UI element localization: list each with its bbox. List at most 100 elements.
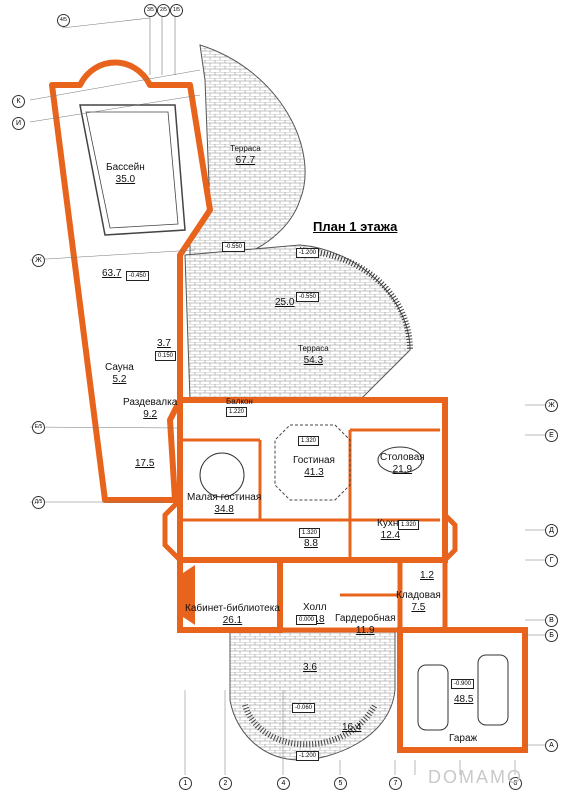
room-balcony: Балкон bbox=[226, 396, 253, 408]
room-area: 35.0 bbox=[115, 174, 136, 185]
level-mark: -0.900 bbox=[451, 679, 475, 689]
axis-marker: Е bbox=[545, 429, 558, 442]
axis-marker: Ж bbox=[32, 254, 45, 267]
pool-wing-wall bbox=[49, 59, 213, 503]
room-area: 3.7 bbox=[157, 338, 171, 349]
room-area: 48.5 bbox=[454, 694, 474, 705]
room-area: 12.4 bbox=[380, 530, 401, 541]
axis-marker: Г bbox=[545, 554, 558, 567]
library-bay bbox=[180, 565, 195, 625]
level-mark: -0.450 bbox=[126, 271, 150, 281]
small-living-table bbox=[199, 452, 245, 498]
axis-marker: 5 bbox=[334, 777, 347, 790]
west-bay bbox=[162, 498, 182, 562]
room-name: Кухня bbox=[377, 518, 404, 529]
room-terrace3: Терраса 54.3 bbox=[298, 343, 329, 367]
room-area: 3.6 bbox=[303, 662, 317, 673]
axis-marker: 7 bbox=[389, 777, 402, 790]
room-name: Терраса bbox=[230, 144, 261, 153]
room-area: 17.5 bbox=[135, 458, 155, 469]
room-garage-area: 48.5 bbox=[454, 694, 473, 706]
level-mark: -0.060 bbox=[292, 703, 316, 713]
dining-table bbox=[377, 446, 423, 474]
car-right bbox=[477, 654, 509, 726]
level-mark: 0.000 bbox=[296, 615, 318, 625]
room-name: Сауна bbox=[105, 362, 134, 373]
level-mark: 0.150 bbox=[155, 351, 177, 361]
axis-marker: Д bbox=[545, 524, 558, 537]
room-area: 34.8 bbox=[214, 504, 234, 515]
axis-marker: 1/5 bbox=[170, 4, 183, 17]
room-area: 26.1 bbox=[222, 615, 243, 626]
room-area: 9.2 bbox=[143, 409, 158, 420]
room-area: 41.3 bbox=[304, 467, 324, 478]
room-porch: 16.4 bbox=[342, 722, 361, 734]
garage-block bbox=[397, 627, 528, 753]
axis-marker: И bbox=[12, 117, 25, 130]
room-corridor: 8.8 bbox=[304, 538, 318, 550]
room-name: Кабинет-библиотека bbox=[185, 603, 280, 614]
porch-steps bbox=[242, 703, 378, 748]
room-stairs: 17.5 bbox=[135, 458, 154, 470]
axis-marker: Е/5 bbox=[32, 421, 45, 434]
room-name: Терраса bbox=[298, 344, 329, 353]
car-left bbox=[417, 664, 449, 731]
room-area: 63.7 bbox=[102, 268, 122, 279]
room-garage: Гараж bbox=[449, 733, 477, 745]
level-mark: -0.550 bbox=[296, 292, 320, 302]
living-octagon bbox=[274, 424, 351, 501]
room-name: Гараж bbox=[449, 733, 478, 744]
axis-marker: В bbox=[545, 614, 558, 627]
room-pool-hall: 63.7 bbox=[102, 268, 121, 280]
room-pantry: 1.2 bbox=[420, 570, 434, 582]
axis-marker: Ж bbox=[545, 399, 558, 412]
room-name: Бассейн bbox=[106, 162, 145, 173]
watermark: DOMAMO bbox=[428, 767, 523, 787]
east-bay bbox=[443, 513, 458, 562]
room-name: Малая гостиная bbox=[187, 492, 262, 503]
axis-marker: 1 bbox=[179, 777, 192, 790]
terrace-curve bbox=[184, 244, 411, 401]
room-area: 25.0 bbox=[275, 297, 295, 308]
room-area: 11.9 bbox=[355, 625, 375, 636]
level-mark: -1.200 bbox=[296, 248, 320, 258]
axis-marker: 2 bbox=[219, 777, 232, 790]
axis-marker: Д/5 bbox=[32, 496, 45, 509]
room-area: 54.3 bbox=[303, 355, 324, 366]
axis-marker: Б bbox=[545, 629, 558, 642]
room-name: Гостиная bbox=[293, 455, 335, 466]
dimension-top bbox=[61, 10, 176, 75]
axis-marker: 2/5 bbox=[157, 4, 170, 17]
room-vestibule: 3.6 bbox=[303, 662, 317, 674]
axis-marker: 3/5 bbox=[144, 4, 157, 17]
room-area: 8.8 bbox=[304, 538, 318, 549]
level-mark: -1.200 bbox=[296, 751, 320, 761]
plan-title: План 1 этажа bbox=[313, 219, 398, 234]
room-name: Столовая bbox=[380, 452, 425, 463]
room-name: Балкон bbox=[226, 397, 253, 406]
axis-lines bbox=[29, 69, 548, 775]
level-mark: -0.550 bbox=[222, 242, 246, 252]
room-name: Гардеробная bbox=[335, 613, 396, 624]
level-mark: 1.320 bbox=[398, 520, 420, 530]
room-area: 21.9 bbox=[392, 464, 413, 475]
room-name: Кладовая bbox=[396, 590, 441, 601]
room-area: 7.5 bbox=[411, 602, 426, 613]
room-area: 16.4 bbox=[342, 722, 362, 733]
porch-paving bbox=[229, 629, 396, 761]
room-3-7: 3.7 bbox=[157, 338, 171, 350]
room-name: Холл bbox=[303, 602, 327, 613]
room-terrace2: 25.0 bbox=[275, 297, 294, 309]
level-mark: 1.320 bbox=[299, 528, 321, 538]
room-name: Раздевалка bbox=[123, 397, 178, 408]
